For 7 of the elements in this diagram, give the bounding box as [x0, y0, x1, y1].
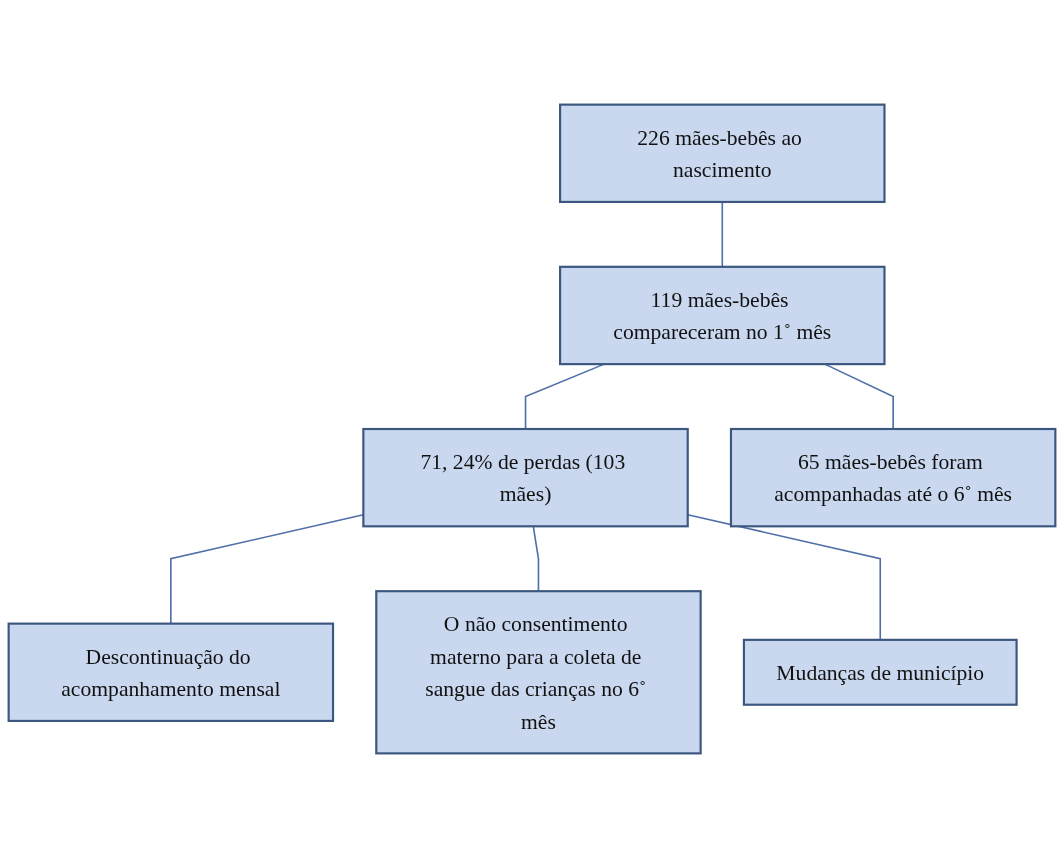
- node-box: Descontinuação do acompanhamento mensal: [7, 622, 335, 723]
- node-box: 226 mães-bebês ao nascimento: [559, 103, 886, 203]
- node-box: 65 mães-bebês foram acompanhadas até o 6˚ mês: [729, 427, 1057, 528]
- node-box: 119 mães-bebês compareceram no 1˚ mês: [559, 265, 886, 366]
- node-box: 71, 24% de perdas (103 mães): [362, 427, 689, 528]
- node-box: O não consentimento materno para a coleta de sangue das crianças no 6˚ mês: [375, 590, 702, 755]
- node-box: Mudanças de município: [742, 638, 1018, 706]
